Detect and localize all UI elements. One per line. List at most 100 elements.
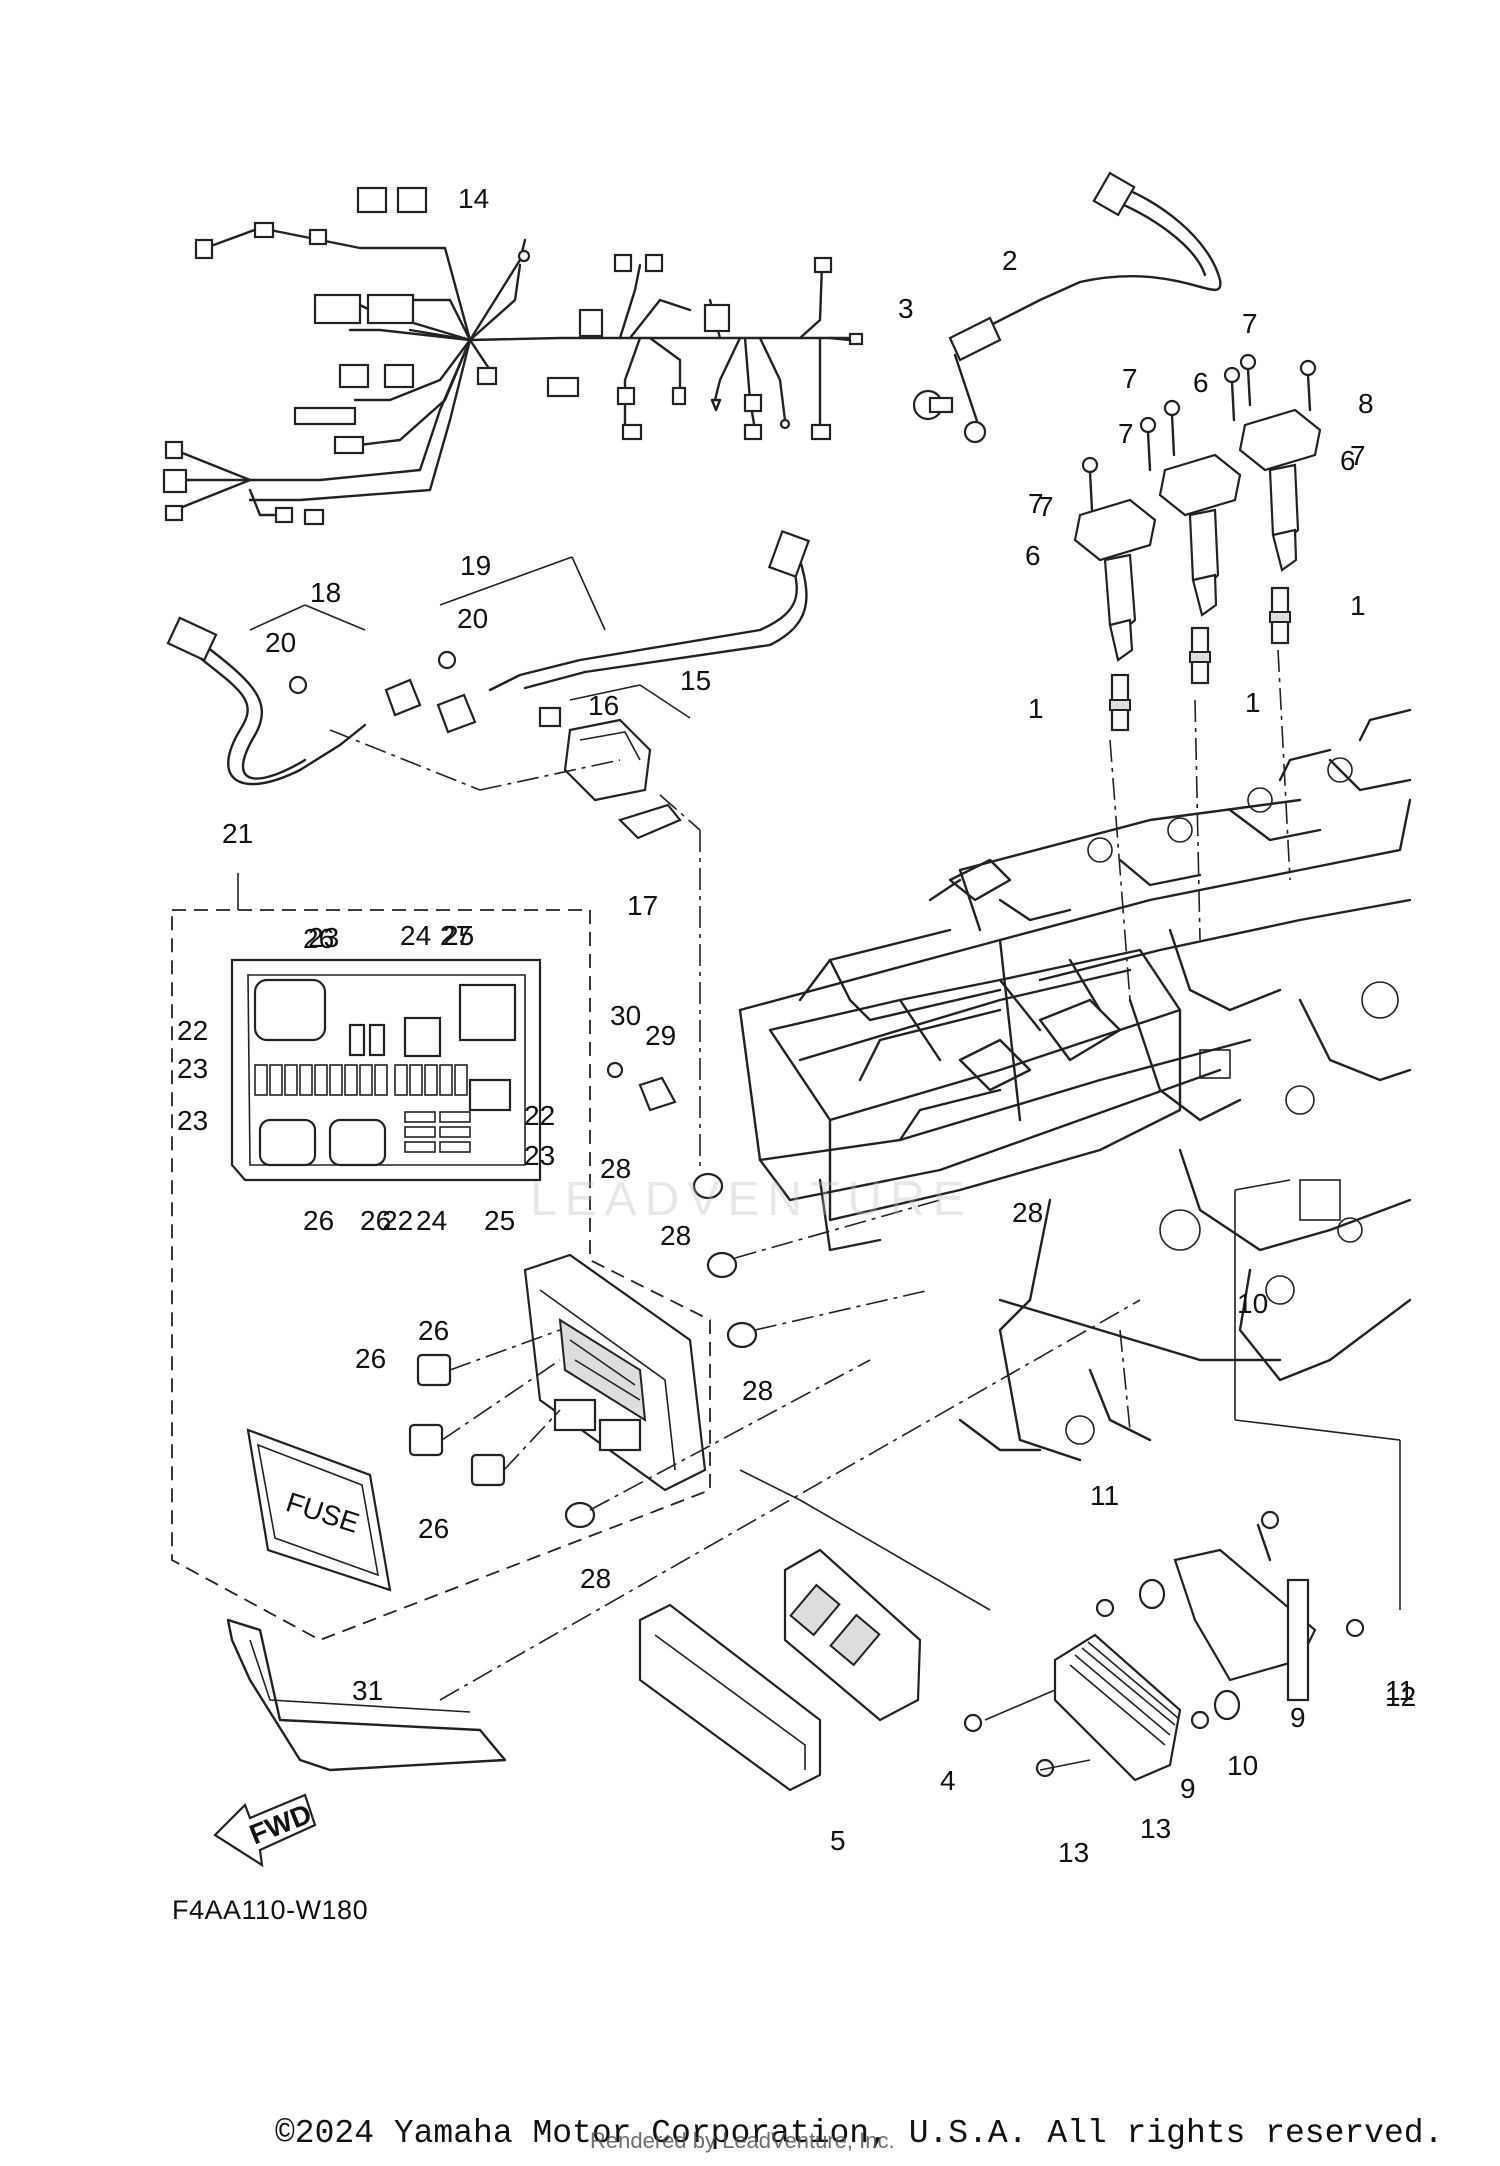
callout-15: 15	[680, 665, 711, 696]
callout-28: 28	[580, 1563, 611, 1594]
callout-28: 28	[1012, 1197, 1043, 1228]
callout-3: 3	[898, 293, 914, 324]
grommets-28[interactable]	[564, 1172, 758, 1529]
callout-28: 28	[742, 1375, 773, 1406]
callout-24: 24	[400, 920, 431, 951]
callout-26: 26	[360, 1205, 391, 1236]
relay-holder-15[interactable]	[563, 718, 652, 802]
ignition-coil-6-middle[interactable]	[1158, 453, 1242, 617]
spark-plugs-1[interactable]	[1109, 586, 1291, 732]
bracket-8[interactable]	[1173, 1548, 1317, 1702]
callout-11: 11	[1090, 1480, 1119, 1511]
callout-20: 20	[265, 627, 296, 658]
ignition-coil-6-right[interactable]	[1238, 408, 1322, 572]
battery-cable-19[interactable]	[436, 529, 811, 734]
callout-21: 21	[222, 818, 253, 849]
nut-16[interactable]	[538, 706, 562, 728]
callout-31: 31	[352, 1675, 383, 1706]
fuse-box-assembly[interactable]	[523, 1253, 707, 1492]
callout-25: 25	[484, 1205, 515, 1236]
callout-24: 24	[416, 1205, 447, 1236]
wire-harness-14[interactable]	[162, 186, 864, 526]
bolt-3[interactable]	[912, 389, 954, 421]
callout-9: 9	[1180, 1773, 1196, 1804]
sensor-cable-2[interactable]	[948, 171, 1222, 444]
callout-26: 26	[418, 1513, 449, 1544]
callout-7: 7	[1038, 491, 1054, 522]
ignition-coil-6-left[interactable]	[1073, 498, 1157, 662]
callout-1: 1	[1245, 687, 1261, 718]
callout-7: 7	[1028, 488, 1044, 519]
fuse-box-cover[interactable]	[246, 1428, 392, 1592]
callout-13: 13	[1058, 1837, 1089, 1868]
callout-7: 7	[1122, 363, 1138, 394]
fuse-box-frame-21	[171, 909, 711, 1641]
callout-26: 26	[355, 1343, 386, 1374]
callout-26: 26	[303, 1205, 334, 1236]
copyright-notice: ©2024 Yamaha Motor Corporation, U.S.A. A…	[275, 2115, 1444, 2152]
callout-22: 22	[524, 1100, 555, 1131]
callout-28: 28	[660, 1220, 691, 1251]
ecu-4[interactable]	[783, 1548, 922, 1722]
callout-23: 23	[177, 1105, 208, 1136]
intake-cover	[768, 948, 1182, 1222]
screw-30[interactable]	[606, 1061, 624, 1079]
callout-5: 5	[830, 1825, 846, 1856]
bolts-9[interactable]	[1095, 1598, 1210, 1730]
fuse-row	[254, 1064, 471, 1153]
ecu-cover-5[interactable]	[638, 1603, 822, 1792]
callout-9: 9	[1290, 1702, 1306, 1733]
callout-6: 6	[1340, 445, 1356, 476]
reference-lines	[237, 556, 1401, 1771]
callout-30: 30	[610, 1000, 641, 1031]
fuse-box-top-view[interactable]	[230, 958, 542, 1182]
fwd-arrow-icon	[213, 1793, 317, 1868]
callout-6: 6	[1193, 367, 1209, 398]
callout-23: 23	[308, 922, 339, 953]
bolts-13[interactable]	[963, 1713, 1055, 1778]
relays-26[interactable]	[408, 1329, 561, 1487]
callout-1: 1	[1350, 590, 1366, 621]
callout-27: 27	[440, 920, 471, 951]
engine-block	[738, 708, 1412, 1462]
callout-29: 29	[645, 1020, 676, 1051]
callout-7: 7	[1242, 308, 1258, 339]
rendered-by-credit: Rendered by LeadVenture, Inc.	[590, 2128, 895, 2153]
callout-22: 22	[177, 1015, 208, 1046]
callout-26: 26	[303, 923, 334, 954]
callout-17: 17	[627, 890, 658, 921]
watermark: LEADVENTURE	[530, 1173, 973, 1226]
rectifier-12[interactable]	[1053, 1633, 1182, 1782]
callout-26: 26	[418, 1315, 449, 1346]
cover-17[interactable]	[617, 803, 682, 840]
bolts-7[interactable]	[1081, 353, 1317, 512]
callout-23: 23	[524, 1140, 555, 1171]
bracket-31[interactable]	[226, 1618, 507, 1772]
callout-7: 7	[1350, 440, 1366, 471]
callout-18: 18	[310, 577, 341, 608]
callout-19: 19	[460, 550, 491, 581]
callout-6: 6	[1025, 540, 1041, 571]
bolts-20[interactable]	[288, 650, 457, 695]
callout-1: 1	[1028, 693, 1044, 724]
bolts-11[interactable]	[1256, 1510, 1365, 1638]
callout-28: 28	[600, 1153, 631, 1184]
callout-4: 4	[940, 1765, 956, 1796]
callout-10: 10	[1237, 1288, 1268, 1319]
callout-2: 2	[1002, 245, 1018, 276]
callout-10: 10	[1227, 1750, 1258, 1781]
callout-8: 8	[1358, 388, 1374, 419]
washers-10[interactable]	[1138, 1578, 1241, 1721]
clip-29[interactable]	[638, 1076, 677, 1112]
callout-14: 14	[458, 183, 489, 214]
callout-13: 13	[1140, 1813, 1171, 1844]
callout-11: 11	[1385, 1675, 1414, 1706]
callout-20: 20	[457, 603, 488, 634]
callout-22: 22	[382, 1205, 413, 1236]
callout-16: 16	[588, 690, 619, 721]
callout-12: 12	[1385, 1681, 1416, 1712]
callout-23: 23	[177, 1053, 208, 1084]
battery-cable-18[interactable]	[166, 616, 422, 786]
